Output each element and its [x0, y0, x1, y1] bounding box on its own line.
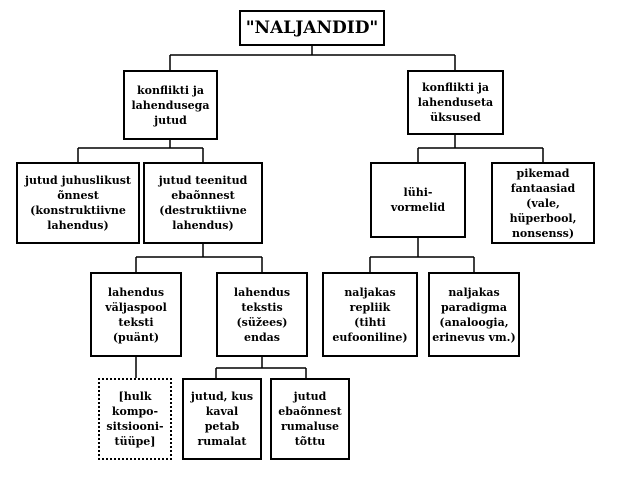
- node-composition-types: [hulk kompo- sitsiooni- tüüpe]: [98, 378, 172, 460]
- node-resolution-outside-text: lahendus väljaspool teksti (puänt): [90, 272, 182, 357]
- node-label: jutud teenitud ebaõnnest (destruktiivne …: [158, 174, 248, 232]
- node-short-formulas: lühi- vormelid: [370, 162, 466, 238]
- node-label: konflikti ja lahenduseta üksused: [417, 81, 494, 124]
- node-label: naljakas paradigma (analoogia, erinevus …: [432, 285, 516, 344]
- node-label: jutud ebaõnnest rumaluse tõttu: [278, 390, 342, 448]
- node-funny-replica: naljakas repliik (tihti eufooniline): [322, 272, 418, 357]
- node-label: lahendus väljaspool teksti (puänt): [105, 285, 167, 344]
- root-node: "NALJANDID": [239, 10, 385, 46]
- node-conflict-with-resolution: konflikti ja lahendusega jutud: [123, 70, 218, 140]
- node-label: pikemad fantaasiad (vale, hüperbool, non…: [509, 166, 577, 240]
- node-label: [hulk kompo- sitsiooni- tüüpe]: [106, 390, 164, 448]
- node-misfortune-stories: jutud teenitud ebaõnnest (destruktiivne …: [143, 162, 263, 244]
- root-label: "NALJANDID": [245, 18, 379, 38]
- node-luck-stories: jutud juhuslikust õnnest (konstruktiivne…: [16, 162, 140, 244]
- node-label: lühi- vormelid: [390, 186, 446, 214]
- node-label: lahendus tekstis (süžees) endas: [233, 285, 291, 344]
- node-stupidity-stories: jutud ebaõnnest rumaluse tõttu: [270, 378, 350, 460]
- node-label: naljakas repliik (tihti eufooniline): [332, 285, 408, 344]
- node-cunning-stories: jutud, kus kaval petab rumalat: [182, 378, 262, 460]
- node-resolution-inside-text: lahendus tekstis (süžees) endas: [216, 272, 308, 357]
- node-label: konflikti ja lahendusega jutud: [131, 83, 210, 127]
- node-label: jutud, kus kaval petab rumalat: [190, 390, 254, 448]
- node-label: jutud juhuslikust õnnest (konstruktiivne…: [25, 174, 131, 232]
- node-conflict-without-resolution: konflikti ja lahenduseta üksused: [407, 70, 504, 135]
- node-funny-paradigm: naljakas paradigma (analoogia, erinevus …: [428, 272, 520, 357]
- node-long-fantasies: pikemad fantaasiad (vale, hüperbool, non…: [491, 162, 595, 244]
